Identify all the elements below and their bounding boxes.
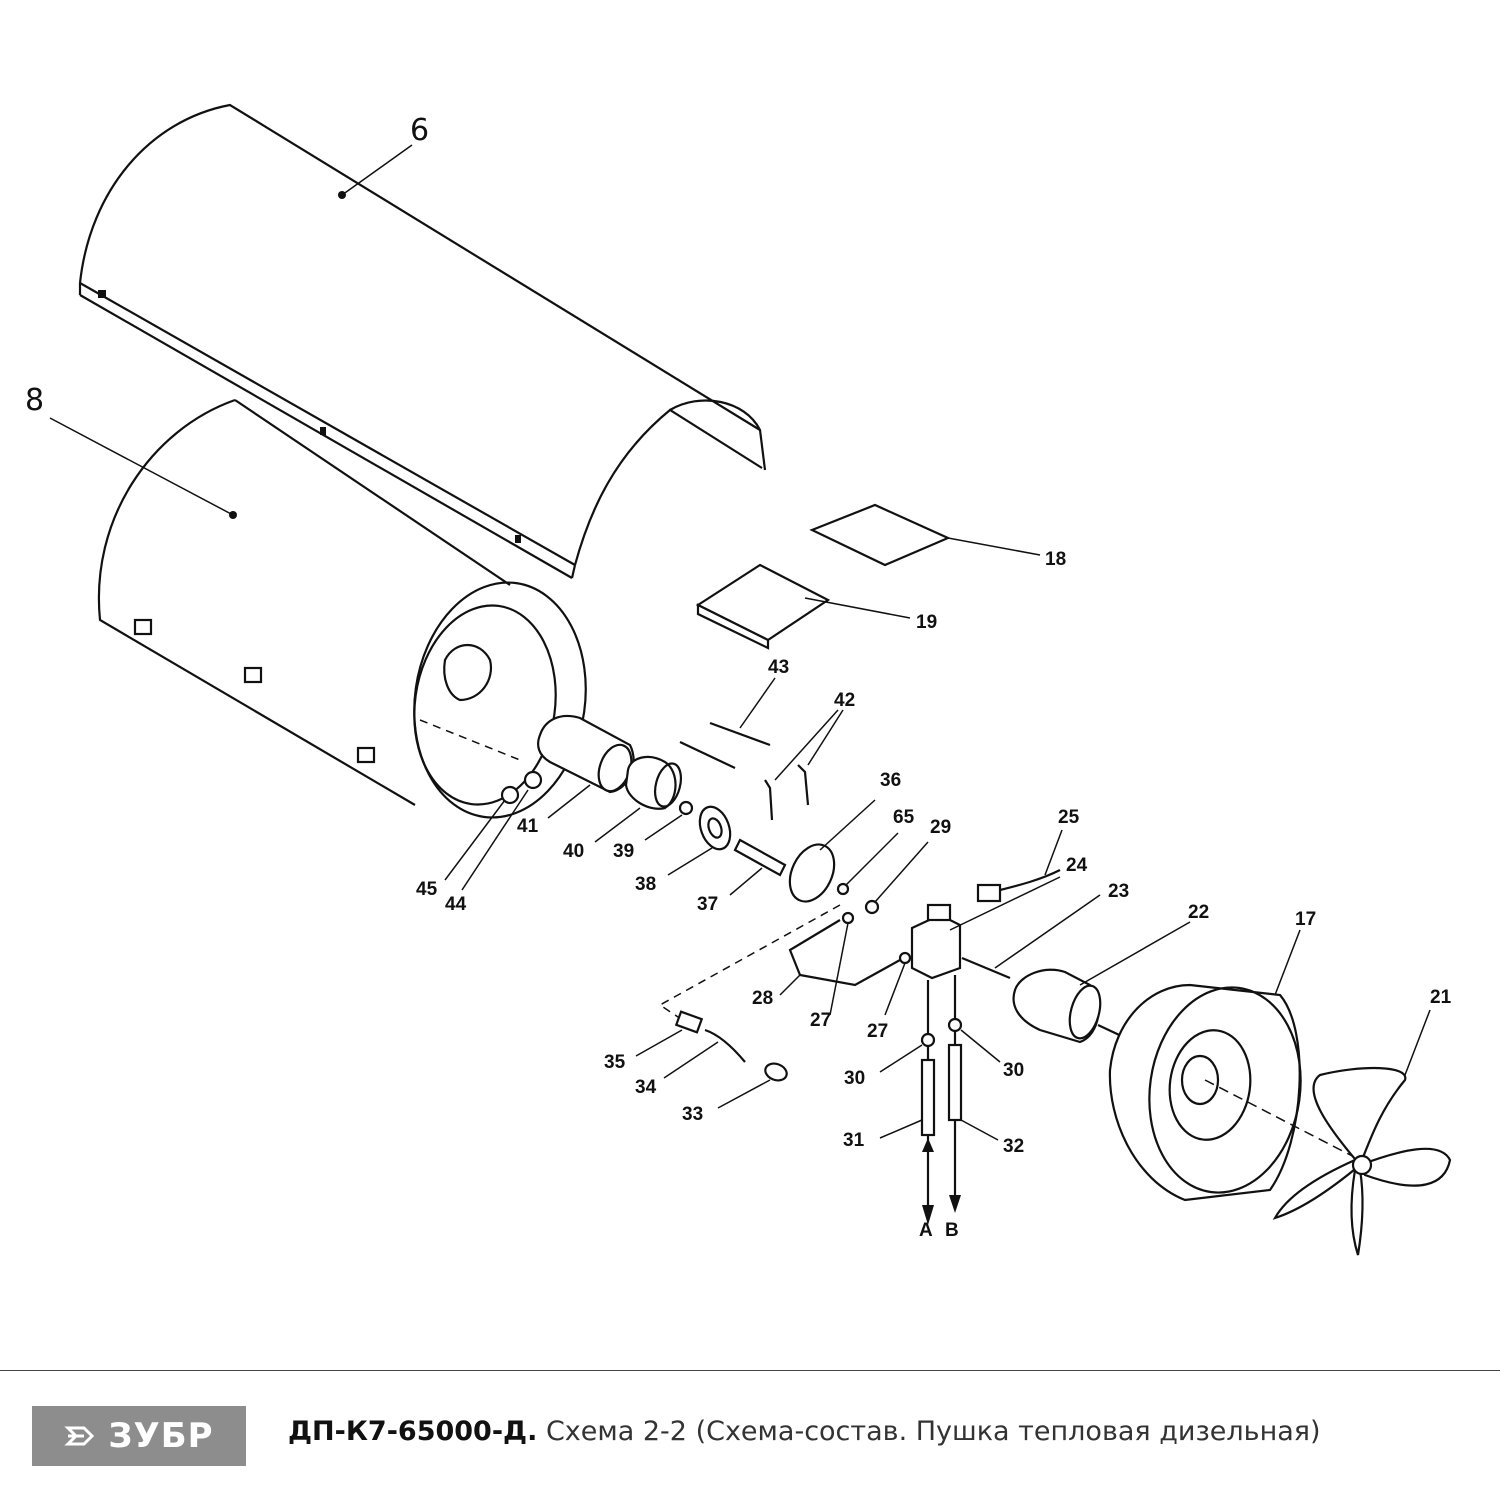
- label-32: 32: [1003, 1136, 1024, 1157]
- label-19: 19: [916, 612, 937, 633]
- label-36: 36: [880, 770, 901, 791]
- part-21-fan-blade: [1272, 1009, 1452, 1256]
- label-37: 37: [697, 894, 718, 915]
- label-41: 41: [517, 816, 539, 837]
- label-44: 44: [445, 894, 467, 915]
- exploded-parts-diagram: 6 8 18 19 43 42 36 65 29 25 24 23 22 17 …: [25, 103, 1452, 1256]
- part-25-connector: [976, 829, 1063, 903]
- label-30a: 30: [844, 1068, 865, 1089]
- part-34-cable: [663, 1028, 746, 1079]
- part-6-upper-shell: [78, 103, 767, 579]
- label-17: 17: [1295, 909, 1316, 930]
- part-41-burner-tube: [537, 714, 635, 819]
- label-40: 40: [563, 841, 584, 862]
- label-38: 38: [635, 874, 656, 895]
- label-8: 8: [25, 383, 44, 418]
- part-17-fan-housing: [1108, 929, 1302, 1202]
- label-31: 31: [843, 1130, 865, 1151]
- label-39: 39: [613, 841, 634, 862]
- part-8-lower-cylinder: [49, 398, 587, 891]
- label-29: 29: [930, 817, 951, 838]
- model-number: ДП-К7-65000-Д.: [288, 1416, 538, 1447]
- label-21: 21: [1430, 987, 1452, 1008]
- part-29-fitting: [864, 841, 929, 915]
- label-6: 6: [410, 113, 429, 148]
- part-35-sensor: [635, 1010, 704, 1057]
- label-30b: 30: [1003, 1060, 1024, 1081]
- part-65-fitting: [836, 832, 899, 896]
- label-B: B: [945, 1220, 959, 1241]
- part-43-electrode: [679, 677, 776, 769]
- label-45: 45: [416, 879, 438, 900]
- label-65: 65: [893, 807, 915, 828]
- part-28-fuel-line: [779, 919, 901, 996]
- label-43: 43: [768, 657, 789, 678]
- part-19-block: [695, 563, 911, 650]
- part-36-disc: [788, 799, 876, 903]
- part-40-ring: [594, 755, 683, 843]
- label-27a: 27: [810, 1010, 831, 1031]
- label-25: 25: [1058, 807, 1080, 828]
- part-18-plate: [809, 503, 1041, 567]
- part-42-electrodes: [764, 709, 844, 821]
- label-35: 35: [604, 1052, 626, 1073]
- part-39-nozzle: [644, 800, 694, 841]
- label-42: 42: [834, 690, 855, 711]
- part-37-shaft: [729, 838, 787, 896]
- part-24-pump: [910, 876, 1061, 980]
- part-27-fittings: [829, 911, 912, 1016]
- label-24: 24: [1066, 855, 1088, 876]
- label-22: 22: [1188, 902, 1209, 923]
- label-A: A: [919, 1220, 933, 1241]
- part-30-31-32-hoses: [879, 975, 1001, 1225]
- label-23: 23: [1108, 881, 1129, 902]
- label-33: 33: [682, 1104, 703, 1125]
- part-22-motor: [1012, 921, 1191, 1044]
- part-38-swirler: [667, 805, 732, 876]
- brand-name: ЗУБР: [108, 1416, 214, 1456]
- label-27b: 27: [867, 1021, 888, 1042]
- label-18: 18: [1045, 549, 1066, 570]
- part-23-coupling: [961, 894, 1101, 980]
- label-34: 34: [635, 1077, 657, 1098]
- brand-logo: ЗУБР: [32, 1406, 246, 1466]
- label-28: 28: [752, 988, 773, 1009]
- arrow-logo-icon: [64, 1426, 95, 1446]
- footer-divider: [0, 1370, 1500, 1371]
- document-caption: ДП-К7-65000-Д. Схема 2-2 (Схема-состав. …: [288, 1416, 1321, 1447]
- part-33-cap: [717, 1062, 788, 1109]
- schema-description: Схема 2-2 (Схема-состав. Пушка тепловая …: [537, 1416, 1321, 1447]
